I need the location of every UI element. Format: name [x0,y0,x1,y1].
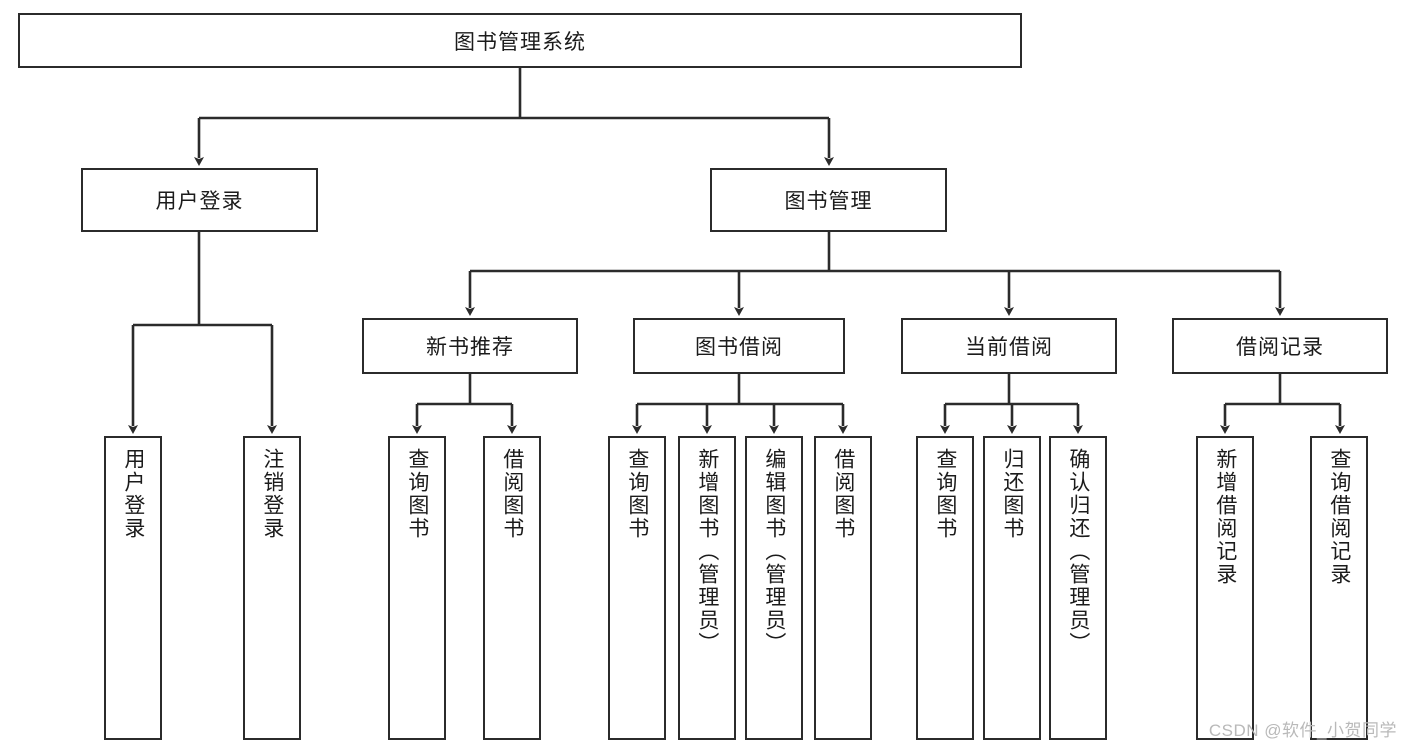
node-leaf-query-record[interactable]: 查询借阅记录 [1310,436,1368,740]
node-leaf-query-book-1[interactable]: 查询图书 [388,436,446,740]
node-leaf-add-record[interactable]: 新增借阅记录 [1196,436,1254,740]
edge-current-borrow-bus [940,374,1083,434]
leaf-label: 注销登录 [260,448,284,540]
edge-new-book-bus [412,374,517,434]
node-book-manage[interactable]: 图书管理 [710,168,947,232]
node-leaf-confirm-return[interactable]: 确认归还（管理员） [1049,436,1107,740]
leaf-label: 查询借阅记录 [1327,448,1351,586]
leaf-label: 编辑图书（管理员） [762,448,786,655]
node-user-login[interactable]: 用户登录 [81,168,318,232]
node-leaf-borrow-book-1[interactable]: 借阅图书 [483,436,541,740]
leaf-label: 查询图书 [405,448,429,540]
node-leaf-return-book[interactable]: 归还图书 [983,436,1041,740]
leaf-label: 新增借阅记录 [1213,448,1237,586]
leaf-label: 借阅图书 [831,448,855,540]
leaf-label: 借阅图书 [500,448,524,540]
leaf-label: 确认归还（管理员） [1066,448,1090,655]
edge-book-borrow-bus [632,374,848,434]
node-leaf-query-book-3[interactable]: 查询图书 [916,436,974,740]
node-current-borrow[interactable]: 当前借阅 [901,318,1117,374]
node-leaf-borrow-book-2[interactable]: 借阅图书 [814,436,872,740]
node-borrow-record[interactable]: 借阅记录 [1172,318,1388,374]
edge-borrow-record-bus [1220,374,1345,434]
node-book-borrow[interactable]: 图书借阅 [633,318,845,374]
leaf-label: 查询图书 [933,448,957,540]
edge-root-bus [194,68,834,166]
leaf-label: 新增图书（管理员） [695,448,719,655]
leaf-label: 查询图书 [625,448,649,540]
node-new-book-recommend[interactable]: 新书推荐 [362,318,578,374]
node-leaf-user-login[interactable]: 用户登录 [104,436,162,740]
leaf-label: 用户登录 [121,448,145,540]
node-root[interactable]: 图书管理系统 [18,13,1022,68]
edge-book-manage-bus [465,232,1285,316]
node-leaf-query-book-2[interactable]: 查询图书 [608,436,666,740]
node-leaf-edit-book[interactable]: 编辑图书（管理员） [745,436,803,740]
edge-user-login-bus [128,232,277,434]
watermark: CSDN @软件_小贺同学 [1208,721,1397,740]
node-leaf-add-book[interactable]: 新增图书（管理员） [678,436,736,740]
node-leaf-logout-login[interactable]: 注销登录 [243,436,301,740]
leaf-label: 归还图书 [1000,448,1024,540]
